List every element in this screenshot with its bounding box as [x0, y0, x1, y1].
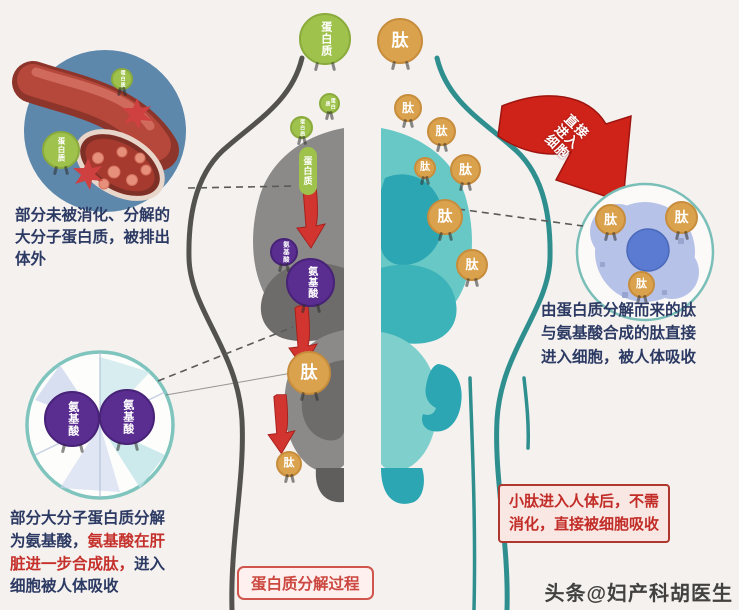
- protein-molecule: 蛋白质: [299, 13, 351, 65]
- protein-molecule: 蛋白质: [42, 131, 80, 169]
- small-peptide-note-box: 小肽进入人体后，不需 消化，直接被细胞吸收: [498, 484, 671, 543]
- peptide-molecule: 肽: [595, 204, 626, 235]
- liver-synthesis-note: 部分大分子蛋白质分解 为氨基酸，氨基酸在肝 脏进一步合成肽，进入 细胞被人体吸收: [10, 510, 166, 596]
- watermark: 头条@妇产科胡医生: [544, 583, 733, 605]
- absorption-note: 由蛋白质分解而来的肽 与氨基酸合成的肽直接 进入细胞，被人体吸收: [541, 302, 697, 366]
- peptide-molecule: 肽: [377, 18, 423, 64]
- cell-nucleus: [626, 228, 670, 272]
- diagram-caption: 蛋白质分解过程: [237, 566, 374, 600]
- protein-molecule: 蛋白质: [111, 68, 133, 90]
- blood-vessel-inset: [12, 50, 186, 212]
- leader-lines: [157, 185, 584, 396]
- peptide-molecule: 肽: [414, 157, 436, 179]
- peptide-molecule: 肽: [628, 271, 655, 298]
- peptide-molecule: 肽: [427, 117, 456, 146]
- excretion-note: 部分未被消化、分解的 大分子蛋白质，被排出 体外: [15, 207, 171, 268]
- peptide-molecule: 肽: [665, 201, 698, 234]
- peptide-molecule: 肽: [287, 351, 331, 395]
- amino-acid-molecule: 氨基酸: [286, 258, 335, 307]
- right-body-organs: [381, 128, 472, 504]
- peptide-molecule: 肽: [394, 94, 422, 122]
- amino-acid-molecule: 氨基酸: [44, 391, 100, 447]
- peptide-molecule: 肽: [276, 451, 302, 477]
- protein-molecule: 蛋白质: [290, 116, 313, 139]
- left-body-outline: [186, 55, 305, 610]
- peptide-molecule: 肽: [427, 199, 463, 235]
- protein-label: 蛋白质: [299, 147, 317, 195]
- protein-molecule: 蛋白质: [319, 93, 340, 114]
- amino-acid-molecule: 氨基酸: [99, 389, 155, 445]
- peptide-molecule: 肽: [456, 249, 488, 281]
- peptide-molecule: 肽: [450, 154, 481, 185]
- amino-acid-molecule: 氨基酸: [270, 238, 298, 266]
- burst-icon: [73, 98, 152, 190]
- direct-entry-arrow: [497, 95, 632, 204]
